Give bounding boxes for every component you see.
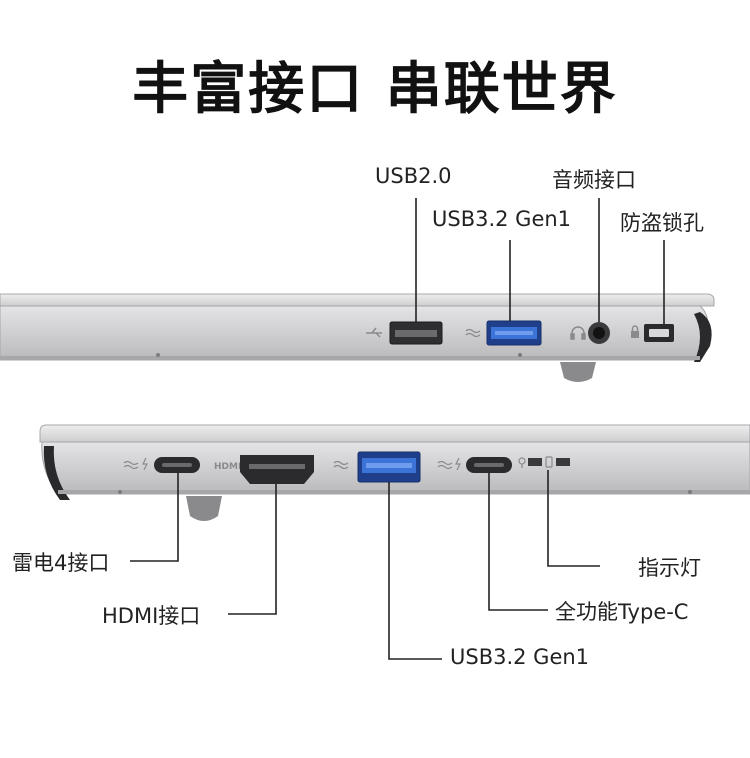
- laptop-left-side: HDMI: [39, 424, 750, 521]
- usb32-port: [486, 320, 542, 346]
- usb32-port-left: [357, 451, 421, 483]
- lock-slot: [644, 324, 674, 342]
- leader-lines-right: [415, 198, 665, 324]
- audio-jack-port: [588, 322, 610, 344]
- thunderbolt-icon: [123, 457, 148, 471]
- usb-symbol-icon: [366, 327, 382, 338]
- label-typec: 全功能Type-C: [555, 600, 689, 624]
- thunderbolt4-port: [154, 457, 200, 473]
- usb20-port: [389, 321, 443, 345]
- typec-icon: [437, 457, 461, 471]
- label-thunderbolt4: 雷电4接口: [12, 551, 110, 575]
- label-indicator: 指示灯: [638, 556, 701, 580]
- hdmi-marking: HDMI: [214, 462, 241, 472]
- laptop-right-side: [0, 293, 715, 382]
- label-lock: 防盗锁孔: [620, 211, 704, 235]
- hdmi-port: [240, 455, 314, 484]
- superspeed-icon: [465, 328, 481, 338]
- label-audio: 音频接口: [552, 168, 636, 192]
- typec-port: [466, 457, 512, 473]
- indicator-lights: [518, 456, 570, 468]
- superspeed-icon: [333, 460, 349, 470]
- label-hdmi: HDMI接口: [102, 604, 201, 628]
- label-usb32-right: USB3.2 Gen1: [432, 207, 572, 231]
- leader-lines-left: [130, 470, 600, 660]
- label-usb32-left: USB3.2 Gen1: [450, 645, 590, 669]
- lock-icon: [631, 325, 639, 338]
- headphone-icon: [570, 326, 586, 340]
- label-usb20: USB2.0: [375, 164, 452, 188]
- headline: 丰富接口 串联世界: [132, 57, 618, 122]
